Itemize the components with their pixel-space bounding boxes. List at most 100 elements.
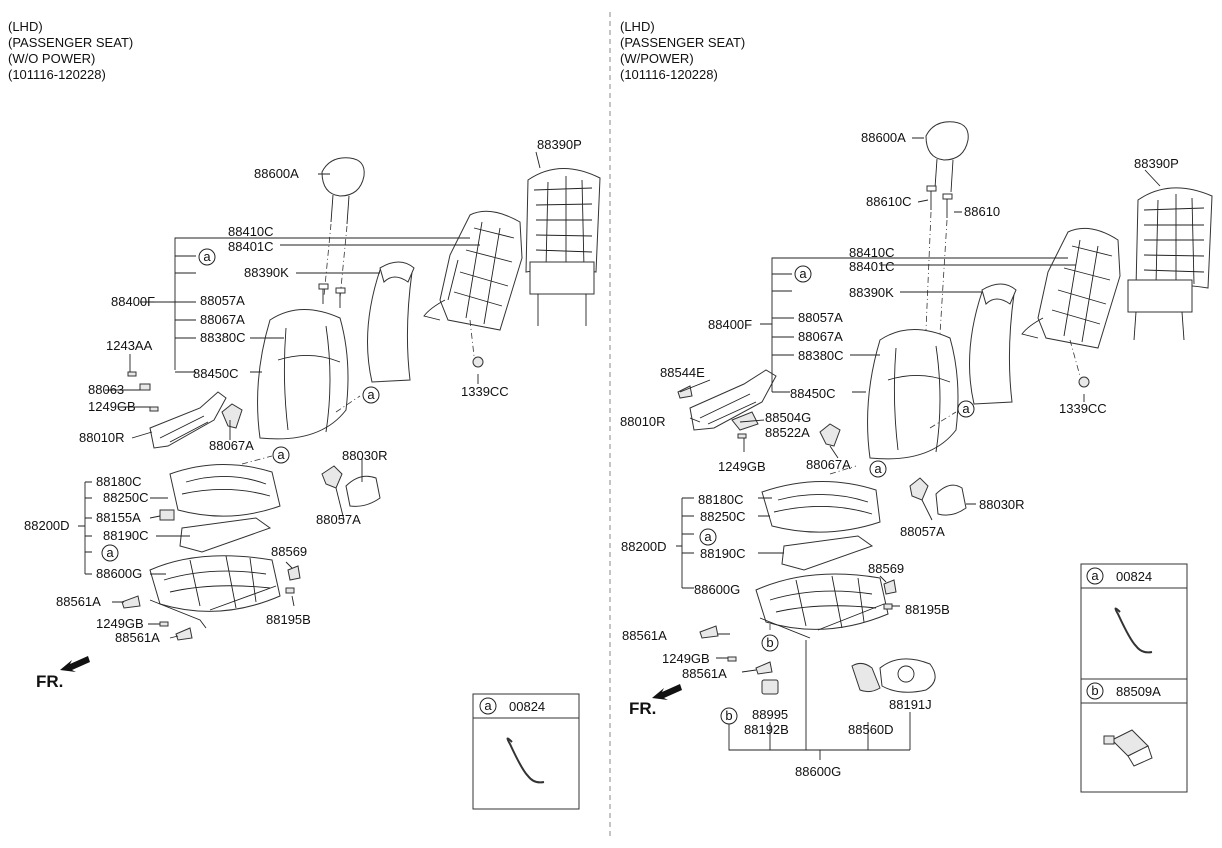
- label-88380C: 88380C: [200, 330, 246, 345]
- bracket-88561A-2-drawing: [755, 661, 773, 675]
- side-cover-88030R-drawing: [935, 484, 967, 516]
- front-direction-label: FR.: [36, 672, 63, 691]
- label-88400F: 88400F: [111, 294, 155, 309]
- left-header-line-2: (PASSENGER SEAT): [8, 35, 133, 50]
- label-88400F: 88400F: [708, 317, 752, 332]
- label-88195B: 88195B: [266, 612, 311, 627]
- callout-a-cushion: [869, 460, 887, 478]
- nut-drawing: [1078, 376, 1090, 388]
- label-88380C: 88380C: [798, 348, 844, 363]
- label-88390K: 88390K: [849, 285, 894, 300]
- left-header-line-3: (W/O POWER): [8, 51, 95, 66]
- inset-callout-a: [1086, 567, 1104, 585]
- left-inset-box: a 00824: [472, 693, 580, 810]
- inset-callout-a: [479, 697, 497, 715]
- bracket-88561A-2-drawing: [175, 627, 193, 641]
- callout-b-motor: [720, 707, 738, 725]
- label-1339CC: 1339CC: [1059, 401, 1107, 416]
- label-88180C: 88180C: [698, 492, 744, 507]
- left-header-line-1: (LHD): [8, 19, 43, 34]
- callout-a-88200d: [699, 528, 717, 546]
- front-arrow-icon: [652, 684, 682, 700]
- label-88067A-1: 88067A: [200, 312, 245, 327]
- label-88522A: 88522A: [765, 425, 810, 440]
- label-88057A-1: 88057A: [798, 310, 843, 325]
- label-1249GB-2: 1249GB: [662, 651, 710, 666]
- label-88544E: 88544E: [660, 365, 705, 380]
- callout-a-88401c: [794, 265, 812, 283]
- motor-88509A-drawing: [1103, 729, 1153, 767]
- label-1249GB-1: 1249GB: [718, 459, 766, 474]
- label-88250C: 88250C: [700, 509, 746, 524]
- label-88450C: 88450C: [193, 366, 239, 381]
- label-88192B: 88192B: [744, 722, 789, 737]
- label-88561A-1: 88561A: [622, 628, 667, 643]
- callout-a-seatback: [362, 386, 380, 404]
- label-88195B: 88195B: [905, 602, 950, 617]
- label-1249GB-2: 1249GB: [96, 616, 144, 631]
- inset-part-88509A: 88509A: [1116, 684, 1161, 699]
- recliner-cover-drawing: [221, 403, 243, 429]
- headrest-drawing: [321, 157, 365, 225]
- side-shield-drawing: [149, 391, 227, 449]
- bolt-1243AA-drawing: [127, 371, 137, 377]
- label-88561A-2: 88561A: [115, 630, 160, 645]
- callout-a-label: a: [962, 401, 970, 416]
- right-panel: (LHD) (PASSENGER SEAT) (W/POWER) (101116…: [620, 19, 1213, 793]
- switch-88560D-drawing: [851, 662, 881, 693]
- label-88063: 88063: [88, 382, 124, 397]
- callout-a-cushion: [272, 446, 290, 464]
- cushion-pad-drawing: [179, 517, 272, 553]
- label-88410C: 88410C: [228, 224, 274, 239]
- label-88600A: 88600A: [861, 130, 906, 145]
- label-88057A-2: 88057A: [900, 524, 945, 539]
- seatback-frame-drawing: [423, 210, 523, 331]
- callout-a-label: a: [367, 387, 375, 402]
- label-88030R: 88030R: [979, 497, 1025, 512]
- seat-frame-drawing: [149, 555, 281, 629]
- label-88067A-1: 88067A: [798, 329, 843, 344]
- label-88600G-1: 88600G: [694, 582, 740, 597]
- label-88610C: 88610C: [866, 194, 912, 209]
- module-88191J-drawing: [879, 658, 936, 693]
- label-88600G-2: 88600G: [795, 764, 841, 779]
- label-88390P: 88390P: [1134, 156, 1179, 171]
- callout-a-88200d: [101, 544, 119, 562]
- side-shield-drawing: [689, 369, 777, 431]
- label-88410C: 88410C: [849, 245, 895, 260]
- callout-a-label: a: [799, 266, 807, 281]
- switch-88504G-drawing: [731, 411, 759, 431]
- callout-a-label: a: [704, 529, 712, 544]
- label-88610: 88610: [964, 204, 1000, 219]
- label-88190C: 88190C: [700, 546, 746, 561]
- callout-a-label: a: [874, 461, 882, 476]
- label-88569: 88569: [868, 561, 904, 576]
- label-88067A-2: 88067A: [806, 457, 851, 472]
- label-88250C: 88250C: [103, 490, 149, 505]
- cushion-pad-drawing: [781, 535, 874, 571]
- label-88390K: 88390K: [244, 265, 289, 280]
- inset-part-00824: 00824: [509, 699, 545, 714]
- label-88504G: 88504G: [765, 410, 811, 425]
- label-88401C: 88401C: [849, 259, 895, 274]
- screw-1249GB-2-drawing: [727, 656, 737, 662]
- recliner-cover-drawing: [819, 423, 841, 447]
- label-88600G: 88600G: [96, 566, 142, 581]
- bracket-88569-drawing: [287, 565, 301, 581]
- seatback-pad-drawing: [367, 261, 415, 383]
- screw-1249GB-2-drawing: [159, 621, 169, 627]
- right-header-line-4: (101116-120228): [620, 67, 718, 82]
- cushion-clip-drawing: [159, 509, 175, 521]
- clip-wire-drawing: [506, 737, 545, 784]
- left-panel: (LHD) (PASSENGER SEAT) (W/O POWER) (1011…: [8, 19, 601, 810]
- inset-letter-b: b: [1091, 683, 1098, 698]
- clip-wire-drawing: [1114, 607, 1153, 654]
- seatback-pad-drawing: [969, 283, 1017, 405]
- label-88561A-2: 88561A: [682, 666, 727, 681]
- headrest-guide-drawing: [926, 185, 953, 218]
- callout-b-seat-frame: [761, 634, 779, 652]
- label-88155A: 88155A: [96, 510, 141, 525]
- left-header-line-4: (101116-120228): [8, 67, 106, 82]
- inset-letter-a: a: [484, 698, 492, 713]
- screw-88063-drawing: [139, 383, 151, 391]
